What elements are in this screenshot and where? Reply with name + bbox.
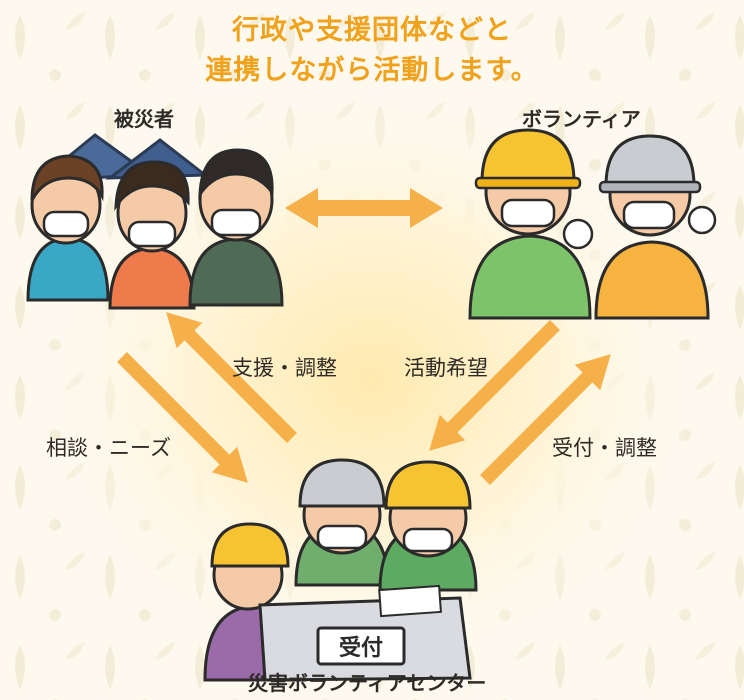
helmet-icon xyxy=(480,128,576,184)
victim-person-middle xyxy=(108,160,196,310)
center-visitor xyxy=(203,522,307,682)
arrow-accept xyxy=(480,354,611,485)
edge-label-accept: 受付・調整 xyxy=(552,436,657,460)
desk-sign-text: 受付 xyxy=(339,635,383,661)
victim-person-left xyxy=(26,154,110,302)
arrow-hope xyxy=(429,320,560,451)
title-line-1: 行政や支援団体などと xyxy=(232,15,512,46)
center-glow xyxy=(42,90,702,670)
victim-person-right xyxy=(188,148,284,307)
desk-sign xyxy=(316,626,406,666)
node-label-victims: 被災者 xyxy=(114,107,174,131)
desk-paper xyxy=(378,584,442,618)
edge-label-support: 支援・調整 xyxy=(232,356,337,380)
victims-illustration xyxy=(26,133,284,310)
center-illustration: 受付 xyxy=(203,458,478,682)
center-staff-right xyxy=(378,460,478,592)
helmet-icon xyxy=(298,458,386,508)
helmet-icon xyxy=(210,522,290,568)
volunteer-person-left xyxy=(468,128,594,320)
node-label-center: 災害ボランティアセンター xyxy=(248,671,487,695)
edge-label-hope: 活動希望 xyxy=(404,356,488,380)
volunteer-person-right xyxy=(594,134,717,320)
arrow-victims-volunteers xyxy=(285,188,443,228)
arrows xyxy=(117,188,611,485)
title-line-2: 連携しながら活動します。 xyxy=(205,55,539,86)
node-label-volunteers: ボランティア xyxy=(522,107,641,131)
edge-label-consult: 相談・ニーズ xyxy=(46,436,171,460)
center-staff-left xyxy=(294,458,390,587)
helmet-icon xyxy=(604,134,696,188)
volunteers-illustration xyxy=(468,128,717,320)
arrow-consult xyxy=(117,352,248,483)
helmet-icon xyxy=(384,460,472,510)
arrow-support xyxy=(166,312,297,443)
